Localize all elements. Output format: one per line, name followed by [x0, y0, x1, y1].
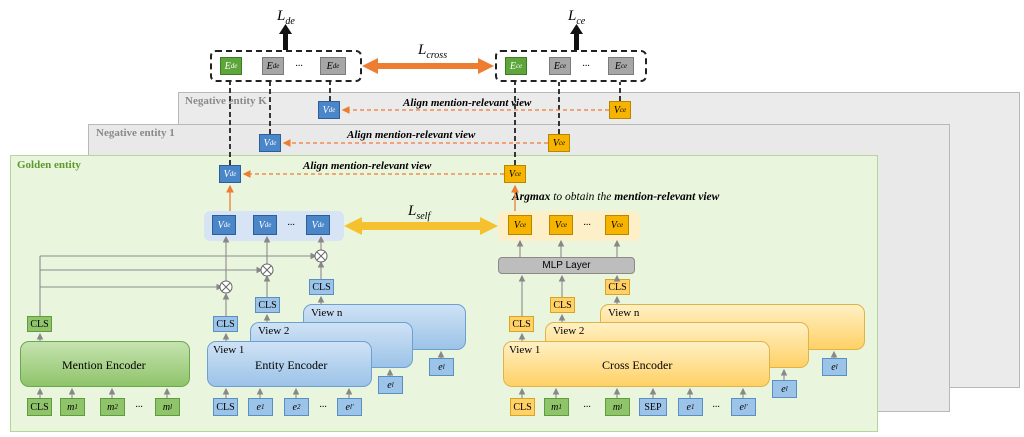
argmax-emphasis: mention-relevant view	[614, 191, 720, 203]
entity-cls-output-n: CLS	[309, 279, 334, 295]
cross-view-1-label: View 1	[509, 344, 541, 356]
entity-view-1-label: View 1	[213, 344, 245, 356]
panel-golden-entity-title: Golden entity	[17, 159, 81, 171]
argmax-middle: to obtain the	[550, 191, 615, 203]
cross-loss-arrow	[362, 58, 494, 74]
loss-ce-arrow-shaft	[574, 32, 579, 50]
cross-cls-output-1: CLS	[509, 316, 534, 332]
align-arrows	[242, 106, 609, 178]
loss-self-label: Lself	[408, 203, 431, 222]
loss-cross-label: Lcross	[418, 42, 448, 61]
entity-encoder-view-1	[207, 341, 372, 387]
cross-input-dots-2: ···	[712, 401, 720, 413]
cross-encoder-view-1	[503, 341, 770, 387]
entity-input-cls: CLS	[213, 398, 238, 416]
entity-view-2-label: View 2	[258, 325, 290, 337]
flow-lines	[36, 235, 838, 398]
mention-cls-output: CLS	[27, 316, 52, 332]
loss-de-arrow-shaft	[283, 32, 288, 50]
ce-embedding-group	[495, 50, 647, 82]
loss-de-arrow-head	[279, 24, 292, 34]
cross-cls-output-2: CLS	[550, 297, 575, 313]
argmax-word: Argmax	[512, 191, 551, 203]
entity-view-n-label: View n	[311, 307, 343, 319]
embedding-ce-dots: ···	[582, 60, 590, 72]
mention-encoder-label: Mention Encoder	[62, 358, 146, 372]
mention-encoder	[20, 341, 190, 387]
cross-view-2-label: View 2	[553, 325, 585, 337]
entity-input-dots: ···	[319, 401, 327, 413]
cross-input-dots-1: ···	[583, 401, 591, 413]
align-label-golden: Align mention-relevant view	[303, 160, 432, 172]
embedding-de-dots: ···	[295, 60, 303, 72]
multiply-operators	[219, 249, 328, 294]
mention-input-dots: ···	[135, 401, 143, 413]
mlp-layer: MLP Layer	[498, 257, 635, 274]
panel-negative-entity-1-title: Negative entity 1	[96, 127, 175, 139]
panel-negative-entity-k-title: Negative entity K	[185, 95, 267, 107]
loss-de-label: Lde	[277, 8, 295, 27]
self-loss-arrow	[344, 217, 498, 235]
de-embedding-group	[210, 50, 362, 82]
loss-ce-label: Lce	[568, 8, 586, 27]
cross-encoder-label: Cross Encoder	[602, 358, 673, 372]
align-label-negative-k: Align mention-relevant view	[403, 97, 532, 109]
argmax-annotation: Argmax to obtain the mention-relevant vi…	[512, 191, 719, 203]
align-label-negative-1: Align mention-relevant view	[347, 129, 476, 141]
view-de-dots: ···	[287, 219, 295, 231]
cross-input-cls: CLS	[510, 398, 535, 416]
entity-cls-output-2: CLS	[255, 297, 280, 313]
entity-encoder-label: Entity Encoder	[255, 358, 328, 372]
loss-ce-arrow-head	[570, 24, 583, 34]
entity-cls-output-1: CLS	[213, 316, 238, 332]
dashed-links	[229, 82, 621, 165]
cross-view-n-label: View n	[608, 307, 640, 319]
view-ce-dots: ···	[583, 219, 591, 231]
mention-input-cls: CLS	[27, 398, 52, 416]
cross-input-sep: SEP	[639, 398, 667, 416]
